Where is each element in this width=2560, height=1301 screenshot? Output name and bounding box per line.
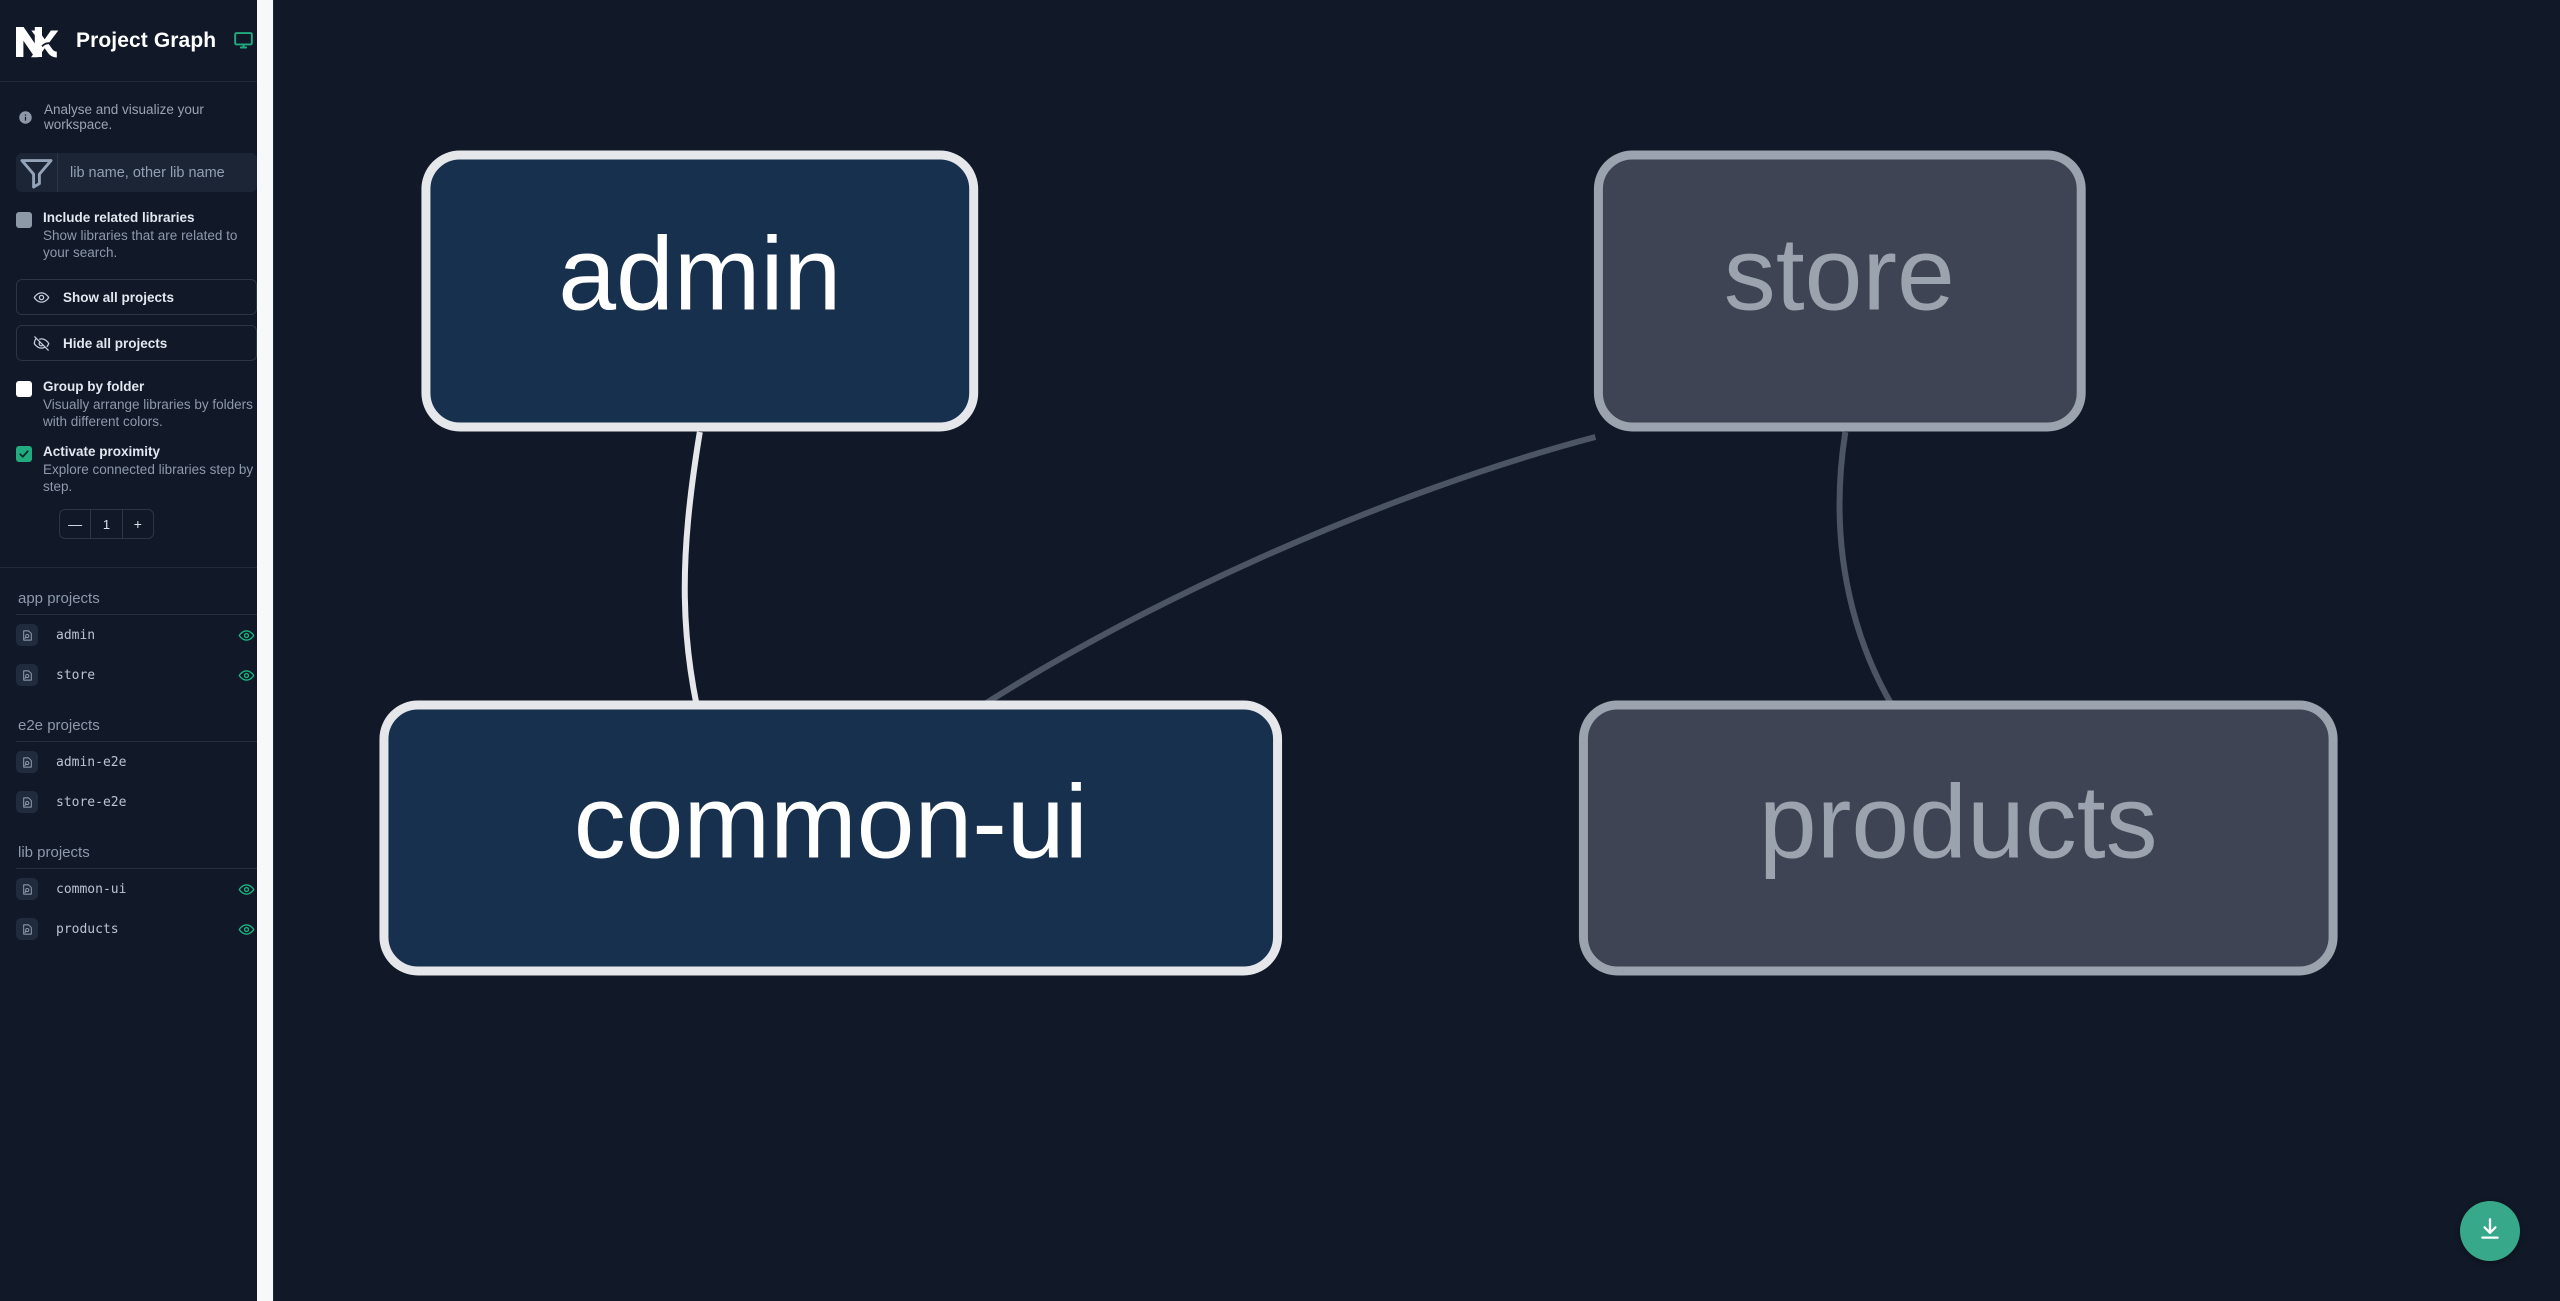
show-all-projects-button[interactable]: Show all projects <box>16 279 257 315</box>
project-item-admin-e2e[interactable]: admin-e2e <box>16 742 257 782</box>
project-visibility-eye-icon[interactable] <box>238 921 255 938</box>
info-icon <box>18 110 33 125</box>
graph-node-products[interactable]: products <box>1578 700 2338 976</box>
project-name: common-ui <box>56 881 127 897</box>
hide-all-projects-button[interactable]: Hide all projects <box>16 325 257 361</box>
proximity-decrement-button[interactable]: — <box>68 516 83 532</box>
graph-node-store[interactable]: store <box>1593 150 2086 432</box>
proximity-increment-button[interactable]: + <box>133 516 142 532</box>
project-visibility-eye-icon[interactable] <box>238 627 255 644</box>
group-title: e2e projects <box>16 695 257 742</box>
project-icon <box>16 751 38 773</box>
option-label: Group by folder <box>43 379 145 394</box>
node-label: store <box>1724 216 1955 332</box>
proximity-value: 1 <box>90 510 123 538</box>
tagline: Analyse and visualize your workspace. <box>0 82 273 146</box>
edge-store-to-common-ui[interactable] <box>915 434 1597 752</box>
sidebar-scrollbar[interactable] <box>257 0 273 1301</box>
project-item-products[interactable]: products <box>16 909 257 949</box>
project-group-app: app projects admin <box>0 568 273 695</box>
project-visibility-eye-icon[interactable] <box>238 881 255 898</box>
monitor-icon[interactable] <box>233 30 254 51</box>
option-description: Visually arrange libraries by folders wi… <box>43 397 253 429</box>
project-name: products <box>56 921 119 937</box>
project-icon <box>16 791 38 813</box>
tagline-text: Analyse and visualize your workspace. <box>44 102 204 132</box>
sidebar-scrollbar-thumb[interactable] <box>258 0 272 1301</box>
project-name: store <box>56 667 96 683</box>
option-group-by-folder[interactable]: Group by folder Visually arrange librari… <box>0 361 273 430</box>
option-label: Include related libraries <box>43 210 195 225</box>
project-item-store-e2e[interactable]: store-e2e <box>16 782 257 822</box>
project-name: admin-e2e <box>56 754 127 770</box>
node-shape[interactable] <box>421 150 979 432</box>
option-activate-proximity[interactable]: Activate proximity Explore connected lib… <box>0 430 273 495</box>
group-by-folder-checkbox[interactable] <box>16 381 32 397</box>
eye-icon <box>33 291 50 303</box>
nx-logo-icon <box>14 23 60 59</box>
activate-proximity-checkbox[interactable] <box>16 446 32 462</box>
node-shape[interactable] <box>1593 150 2086 432</box>
project-icon <box>16 664 38 686</box>
project-group-lib: lib projects common-ui <box>0 822 273 949</box>
check-icon <box>19 450 29 458</box>
node-label: admin <box>558 216 841 332</box>
search-input[interactable] <box>58 153 257 192</box>
group-title: app projects <box>16 568 257 615</box>
project-visibility-eye-icon[interactable] <box>238 667 255 684</box>
node-shape[interactable] <box>379 700 1283 976</box>
edge-admin-to-common-ui[interactable] <box>677 431 719 756</box>
node-label: products <box>1759 764 2158 880</box>
graph-canvas[interactable]: admin store common-ui products <box>273 0 2560 1301</box>
proximity-stepper[interactable]: — 1 + <box>59 509 154 539</box>
page-title: Project Graph <box>76 28 217 52</box>
download-icon <box>2477 1216 2503 1247</box>
show-all-projects-label: Show all projects <box>63 289 175 305</box>
filter-funnel-icon[interactable] <box>16 153 58 192</box>
option-description: Explore connected libraries step by step… <box>43 462 254 494</box>
option-description: Show libraries that are related to your … <box>43 228 238 260</box>
project-graph-svg[interactable]: admin store common-ui products <box>274 0 2560 1301</box>
option-label: Activate proximity <box>43 444 161 459</box>
sidebar: Project Graph Analyse and visualize your… <box>0 0 273 1301</box>
graph-node-admin[interactable]: admin <box>421 150 979 432</box>
project-name: store-e2e <box>56 794 127 810</box>
node-shape[interactable] <box>1578 700 2338 976</box>
sidebar-header: Project Graph <box>0 0 273 82</box>
project-item-admin[interactable]: admin <box>16 615 257 655</box>
option-include-related-libraries[interactable]: Include related libraries Show libraries… <box>0 192 273 261</box>
download-graph-button[interactable] <box>2460 1201 2520 1261</box>
project-item-common-ui[interactable]: common-ui <box>16 869 257 909</box>
eye-off-icon <box>33 335 50 351</box>
project-item-store[interactable]: store <box>16 655 257 695</box>
sidebar-divider <box>0 567 273 568</box>
include-related-libraries-checkbox[interactable] <box>16 212 32 228</box>
project-group-e2e: e2e projects admin-e2e <box>0 695 273 822</box>
project-icon <box>16 918 38 940</box>
graph-node-common-ui[interactable]: common-ui <box>379 700 1283 976</box>
graph-nodes: admin store common-ui products <box>379 150 2338 976</box>
hide-all-projects-label: Hide all projects <box>63 335 168 351</box>
project-icon <box>16 878 38 900</box>
node-label: common-ui <box>574 764 1088 880</box>
group-title: lib projects <box>16 822 257 869</box>
search-field[interactable] <box>16 153 257 192</box>
project-icon <box>16 624 38 646</box>
project-name: admin <box>56 627 96 643</box>
